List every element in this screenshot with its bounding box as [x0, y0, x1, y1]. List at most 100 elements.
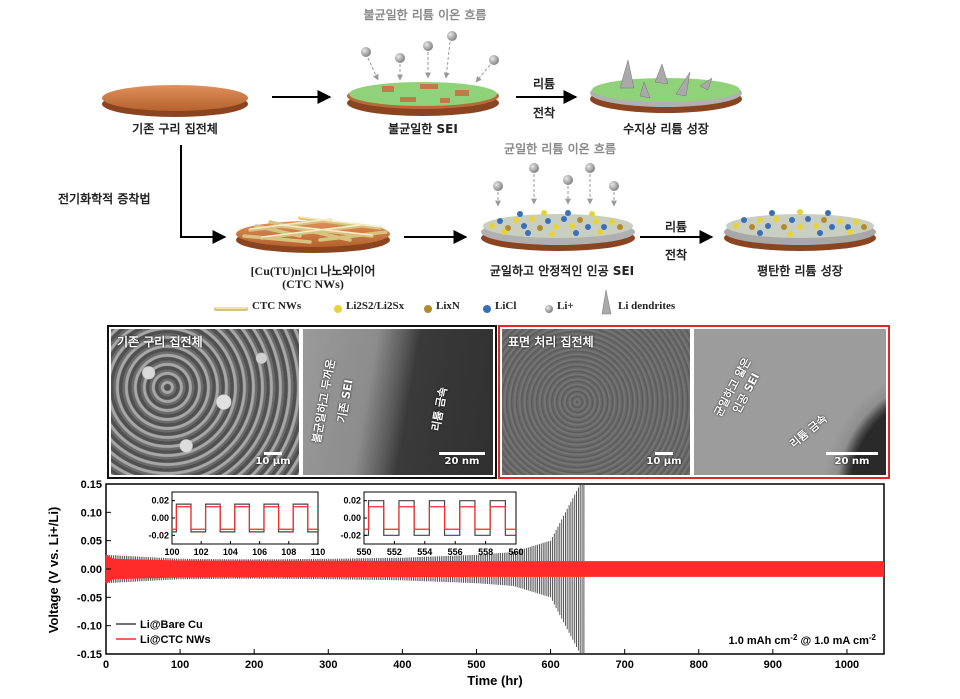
bare-panel-title: 기존 구리 집전체	[117, 335, 203, 349]
legend-label-li-dendrites: Li dendrites	[618, 300, 676, 312]
sem-image-treated: 표면 처리 집전체 10 μm	[502, 329, 690, 475]
sem-scale-bar-treated: 10 μm	[644, 452, 684, 467]
inset-y-tick-label: -0.02	[340, 530, 361, 540]
inset-wave-bare-cu	[172, 503, 318, 533]
tem-label-sei-bare-2: 기존 SEI	[335, 378, 356, 424]
x-tick-label: 500	[467, 659, 485, 671]
dendrite-growth-label: 수지상 리튬 성장	[623, 122, 709, 136]
series-band-ctc-nws	[106, 554, 884, 584]
tem-label-metal-bare: 리튬 금속	[429, 386, 450, 433]
sem-scale-bar-bare: 10 μm	[253, 452, 293, 467]
nanowire-label-1: [Cu(TU)n]Cl 나노와이어	[250, 264, 376, 278]
x-tick-label: 0	[103, 659, 109, 671]
inset-x-tick-label: 560	[508, 547, 523, 557]
nonuniform-flux-label: 불균일한 리튬 이온 흐름	[363, 8, 487, 22]
tem-label-metal-treated: 리튬 금속	[787, 412, 830, 451]
inset-frame	[363, 491, 517, 545]
inset-x-tick-label: 104	[223, 547, 238, 557]
y-tick-label: -0.10	[77, 621, 102, 633]
flat-growth-label: 평탄한 리튬 성장	[757, 264, 843, 278]
series-ctc-nws	[106, 554, 884, 584]
inset-100-110: 100 102 104 106 108 110 0.02 0.00 -0.02	[148, 491, 326, 557]
x-tick-label: 1000	[835, 659, 859, 671]
y-tick-label: -0.05	[77, 592, 102, 604]
inset-y-tick-label: 0.00	[343, 513, 361, 523]
deposition-label-top-2: 전착	[532, 106, 556, 120]
legend-text-bare-cu: Li@Bare Cu	[140, 619, 203, 631]
legend-icon-yellow-dot	[334, 305, 342, 313]
sem-image-bare: 기존 구리 집전체 10 μm	[111, 329, 299, 475]
dendrite-disc	[590, 59, 742, 113]
y-tick-label: 0.05	[81, 536, 102, 548]
x-tick-label: 200	[245, 659, 263, 671]
li-ions-nonuniform	[361, 31, 499, 83]
inset-y-tick-label: -0.02	[148, 530, 169, 540]
inset-y-tick-label: 0.00	[151, 513, 169, 523]
y-tick-label: 0.10	[81, 507, 102, 519]
legend-label-li2s2: Li2S2/Li2Sx	[346, 300, 405, 312]
uniform-sei-label: 균일하고 안정적인 인공 SEI	[489, 264, 635, 278]
deposition-label-bottom-1: 리튬	[664, 220, 688, 234]
legend-label-ctc-nws: CTC NWs	[252, 300, 302, 312]
inset-x-tick-label: 102	[194, 547, 209, 557]
inset-x-tick-label: 556	[448, 547, 463, 557]
inset-wave-bare-cu	[364, 500, 516, 536]
legend-text-ctc: Li@CTC NWs	[140, 634, 211, 646]
tem-scale-bar-treated: 20 nm	[824, 452, 880, 467]
inset-x-tick-label: 110	[311, 547, 326, 557]
nanowire-label-2: (CTC NWs)	[282, 277, 344, 291]
bare-copper-disc	[102, 85, 248, 117]
x-tick-label: 700	[615, 659, 633, 671]
uniform-flux-label: 균일한 리튬 이온 흐름	[504, 142, 616, 156]
inset-x-tick-label: 108	[281, 547, 296, 557]
electrochemical-method-label: 전기화학적 증착법	[58, 192, 151, 206]
deposition-label-bottom-2: 전착	[664, 248, 688, 262]
legend-icon-grey-dot	[545, 305, 553, 313]
tem-scale-bar-bare: 20 nm	[437, 452, 487, 467]
x-tick-label: 300	[319, 659, 337, 671]
tem-label-sei-bare-1: 불균일하고 두꺼운	[310, 358, 338, 444]
deposition-label-top-1: 리튬	[532, 77, 556, 91]
x-tick-label: 800	[690, 659, 708, 671]
schematic	[102, 31, 876, 315]
tem-image-treated: 균일하고 얇은 인공 SEI 리튬 금속 20 nm	[694, 329, 886, 475]
x-tick-label: 100	[171, 659, 189, 671]
nanowire-disc	[236, 216, 390, 253]
micrograph-panel-treated: 표면 처리 집전체 10 μm 균일하고 얇은 인공 SEI 리튬 금속 20 …	[498, 325, 890, 479]
x-tick-label: 600	[541, 659, 559, 671]
inset-y-tick-label: 0.02	[343, 496, 361, 506]
inset-wave-ctc	[172, 506, 318, 530]
legend-label-licl: LiCl	[495, 300, 517, 312]
tem-image-bare: 불균일하고 두꺼운 기존 SEI 리튬 금속 20 nm	[303, 329, 493, 475]
legend-icon-blue-dot	[483, 305, 491, 313]
condition-annotation: 1.0 mAh cm-2 @ 1.0 mA cm-2	[729, 633, 877, 647]
uniform-sei-disc	[481, 210, 635, 251]
li-ions-uniform	[493, 163, 619, 207]
legend-icon-brown-dot	[424, 305, 432, 313]
y-axis-label: Voltage (V vs. Li+/Li)	[46, 507, 61, 634]
inset-y-tick-label: 0.02	[151, 496, 169, 506]
inset-frame	[171, 491, 319, 545]
y-tick-label: 0.15	[81, 479, 102, 491]
y-tick-label: -0.15	[77, 649, 102, 661]
legend-label-li-ion: Li+	[557, 300, 574, 312]
inset-x-tick-label: 106	[252, 547, 267, 557]
inset-x-tick-label: 100	[164, 547, 179, 557]
x-tick-label: 400	[393, 659, 411, 671]
connector-arrow	[180, 145, 227, 244]
legend-label-lixn: LixN	[436, 300, 460, 312]
y-tick-label: 0.00	[81, 564, 102, 576]
inset-x-tick-label: 554	[417, 547, 432, 557]
inset-x-tick-label: 552	[387, 547, 402, 557]
inset-x-tick-label: 550	[356, 547, 371, 557]
bare-copper-label: 기존 구리 집전체	[132, 122, 218, 136]
treated-panel-title: 표면 처리 집전체	[508, 335, 594, 349]
flat-growth-disc	[724, 209, 876, 251]
legend-icon-dendrite-spike	[601, 289, 612, 315]
legend-icon-nanowire	[214, 307, 248, 311]
micrograph-panel-bare: 기존 구리 집전체 10 μm 불균일하고 두꺼운 기존 SEI 리튬 금속 2…	[107, 325, 497, 479]
nonuniform-sei-label: 불균일한 SEI	[388, 122, 458, 136]
x-axis-label: Time (hr)	[467, 673, 522, 688]
